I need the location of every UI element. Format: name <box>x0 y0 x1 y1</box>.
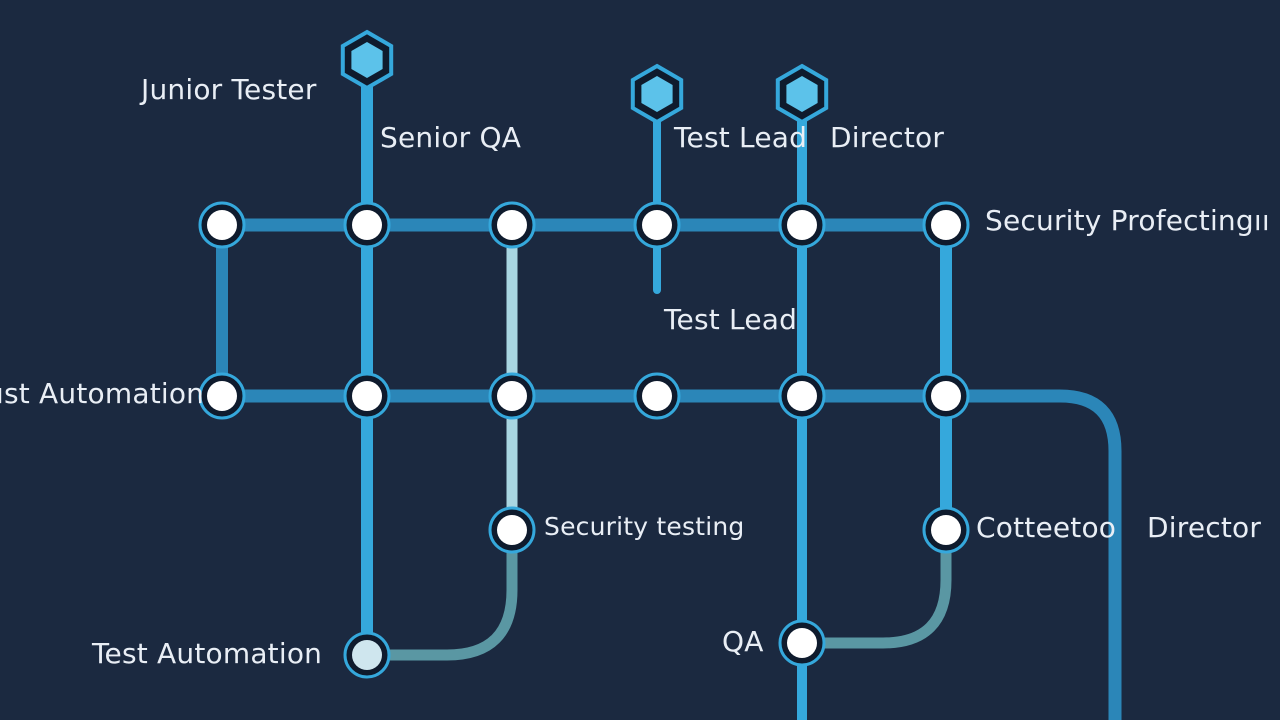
label-director-top: Director <box>830 121 945 154</box>
station-8 <box>343 372 391 420</box>
label-security-testing: Security testing <box>544 512 745 541</box>
hex-terminal-test-lead-icon <box>630 63 684 125</box>
station-2 <box>343 201 391 249</box>
label-director-right: Director <box>1147 511 1262 544</box>
line-outer-right-curve <box>939 389 1122 720</box>
label-junior-tester: Junior Tester <box>141 73 317 106</box>
line-right-curve-to-qa <box>796 524 952 649</box>
hex-terminal-junior-tester-icon <box>340 29 394 91</box>
station-6 <box>922 201 970 249</box>
station-3 <box>488 201 536 249</box>
station-14 <box>922 506 970 554</box>
label-test-automation-bottom: Test Automation <box>92 637 323 670</box>
station-1 <box>198 201 246 249</box>
station-13 <box>488 506 536 554</box>
station-9 <box>488 372 536 420</box>
label-test-automation-left: ıst Automation <box>0 377 205 410</box>
station-16 <box>778 619 826 667</box>
station-11 <box>778 372 826 420</box>
line-security-to-test-automation <box>361 524 518 661</box>
station-10 <box>633 372 681 420</box>
station-7 <box>198 372 246 420</box>
station-15 <box>343 631 391 679</box>
label-qa: QA <box>722 625 764 658</box>
station-5 <box>778 201 826 249</box>
label-senior-qa: Senior QA <box>380 121 522 154</box>
label-cotteetoo: Cotteetoo <box>976 511 1117 544</box>
label-security-profecting: Security Profectingıı <box>985 204 1270 237</box>
station-12 <box>922 372 970 420</box>
hex-terminal-director-icon <box>775 63 829 125</box>
label-test-lead-top: Test Lead <box>674 121 808 154</box>
label-test-lead-mid: Test Lead <box>664 303 798 336</box>
station-4 <box>633 201 681 249</box>
